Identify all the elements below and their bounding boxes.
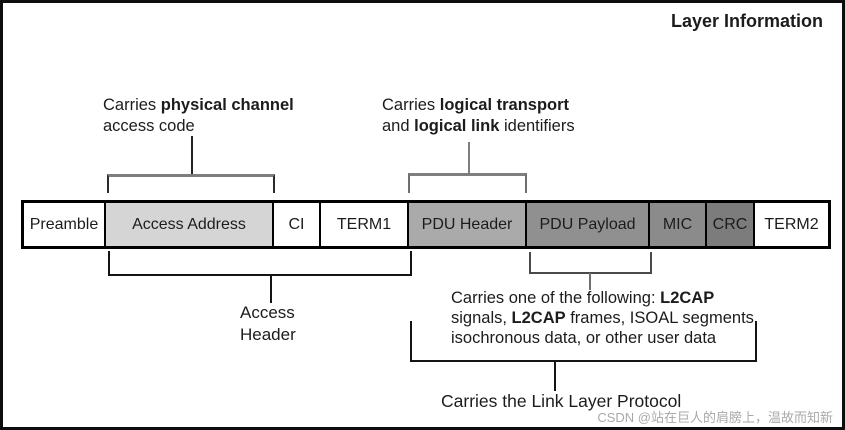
caption-text: isochronous data, or other user data bbox=[451, 329, 717, 347]
label-text: Access bbox=[240, 303, 295, 322]
watermark-text: CSDN @站在巨人的肩膀上，温故而知新 bbox=[597, 410, 833, 425]
caption-text: access code bbox=[103, 117, 195, 135]
connector-line-link-layer bbox=[554, 361, 556, 391]
packet-field-mic: MIC bbox=[650, 203, 705, 246]
caption-text: identifiers bbox=[499, 117, 575, 135]
packet-field-pdu-payload: PDU Payload bbox=[527, 203, 648, 246]
packet-field-row: Preamble Access Address CI TERM1 PDU Hea… bbox=[21, 200, 831, 249]
caption-line: access code bbox=[103, 116, 294, 137]
label-link-layer-protocol: Carries the Link Layer Protocol bbox=[441, 391, 682, 411]
bracket-link-layer-protocol bbox=[410, 321, 757, 362]
packet-field-pdu-header: PDU Header bbox=[409, 203, 525, 246]
caption-text: Carries bbox=[382, 96, 440, 114]
caption-text: and bbox=[382, 117, 415, 135]
connector-line-pdu-payload bbox=[589, 273, 591, 290]
caption-bold-text: logical transport bbox=[439, 96, 570, 114]
caption-logical-transport: Carries logical transport and logical li… bbox=[382, 95, 575, 137]
bracket-access-address bbox=[107, 174, 275, 193]
caption-pdu-payload: Carries one of the following: L2CAP sign… bbox=[451, 288, 759, 348]
caption-line: signals, L2CAP frames, ISOAL segments, bbox=[451, 308, 759, 328]
caption-bold-text: L2CAP bbox=[511, 309, 566, 327]
packet-field-term2: TERM2 bbox=[755, 203, 828, 246]
bracket-pdu-header bbox=[408, 173, 527, 193]
caption-line: Carries logical transport bbox=[382, 95, 575, 116]
caption-line: Carries physical channel bbox=[103, 95, 294, 116]
caption-line: Carries one of the following: L2CAP bbox=[451, 288, 759, 308]
packet-field-term1: TERM1 bbox=[321, 203, 407, 246]
connector-line-access-header bbox=[270, 275, 272, 303]
caption-physical-channel: Carries physical channel access code bbox=[103, 95, 294, 137]
label-text: Header bbox=[240, 325, 296, 344]
packet-field-ci: CI bbox=[274, 203, 319, 246]
caption-bold-text: logical link bbox=[414, 117, 500, 135]
caption-line: isochronous data, or other user data bbox=[451, 328, 759, 348]
bracket-pdu-payload bbox=[529, 252, 652, 274]
caption-text: Carries bbox=[103, 96, 161, 114]
page-title: Layer Information bbox=[670, 11, 823, 31]
label-access-header: Access Header bbox=[240, 302, 296, 346]
caption-bold-text: physical channel bbox=[160, 96, 294, 114]
caption-bold-text: L2CAP bbox=[660, 289, 715, 307]
caption-text: frames, ISOAL segments, bbox=[565, 309, 759, 327]
packet-field-preamble: Preamble bbox=[24, 203, 104, 246]
caption-line: and logical link identifiers bbox=[382, 116, 575, 137]
packet-field-access-address: Access Address bbox=[106, 203, 272, 246]
caption-text: signals, bbox=[451, 309, 512, 327]
connector-line-logical-transport bbox=[468, 142, 470, 173]
packet-field-crc: CRC bbox=[707, 203, 753, 246]
connector-line-physical-channel bbox=[191, 136, 193, 174]
bracket-access-header bbox=[108, 251, 412, 276]
caption-text: Carries one of the following: bbox=[451, 289, 661, 307]
